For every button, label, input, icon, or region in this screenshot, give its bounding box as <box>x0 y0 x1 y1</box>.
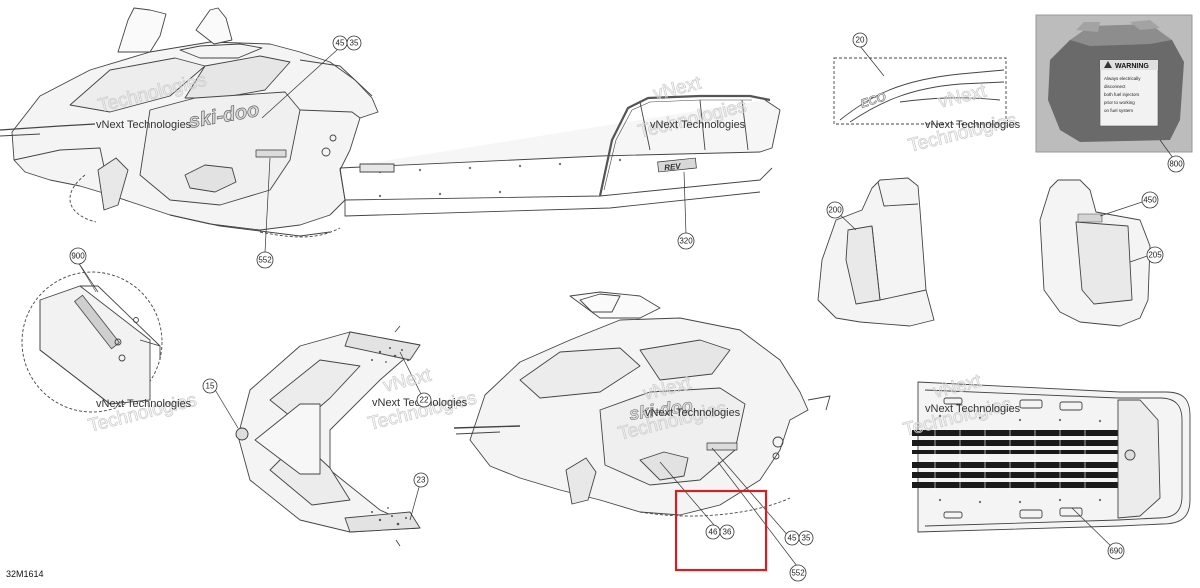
svg-text:205: 205 <box>1148 251 1162 260</box>
watermark-text: vNext Technologies <box>645 407 741 419</box>
svg-text:22: 22 <box>420 396 429 405</box>
callout-320[interactable]: 320 <box>677 232 695 250</box>
callout-15[interactable]: 15 <box>202 378 218 394</box>
watermark-text: vNext Technologies <box>96 398 192 410</box>
detail-circle-view <box>21 174 163 413</box>
svg-text:23: 23 <box>417 476 426 485</box>
drawing-id-label: 32M1614 <box>6 569 44 579</box>
highlight-box <box>674 489 768 572</box>
leader-lines <box>77 45 1177 567</box>
seat-decal-450 <box>1077 213 1103 223</box>
warning-label-line: both fuel injectors <box>1104 92 1140 97</box>
svg-text:45: 45 <box>788 534 797 543</box>
warning-label-line: disconnect <box>1104 84 1126 89</box>
svg-text:552: 552 <box>791 569 805 578</box>
warning-label-line: Always electrically <box>1104 76 1141 81</box>
svg-text:36: 36 <box>723 528 732 537</box>
svg-text:320: 320 <box>679 237 693 246</box>
callout-800[interactable]: 800 <box>1167 155 1185 173</box>
panel-detail-view: ECO <box>833 57 1007 125</box>
fuel-injector-photo: WARNING Always electrically disconnect bot… <box>1035 14 1193 153</box>
svg-text:900: 900 <box>71 252 85 261</box>
svg-text:46: 46 <box>709 528 718 537</box>
callout-900[interactable]: 900 <box>69 247 87 265</box>
tunnel-badge-text: REV <box>664 162 682 173</box>
callout-450[interactable]: 450 <box>1141 191 1159 209</box>
callout-36[interactable]: 36 <box>719 524 735 540</box>
side-badge-decal <box>255 149 287 158</box>
watermark-text: vNext Technologies <box>925 119 1021 131</box>
detail-decal-strip <box>73 294 121 350</box>
callout-22[interactable]: 22 <box>416 392 432 408</box>
callout-35[interactable]: 35 <box>346 35 362 51</box>
hood-top-view <box>235 325 421 547</box>
svg-text:15: 15 <box>206 382 215 391</box>
svg-text:35: 35 <box>350 39 359 48</box>
callout-200[interactable]: 200 <box>826 201 844 219</box>
track-tread-stripes <box>912 430 1118 488</box>
seat-left-view <box>817 177 935 327</box>
svg-text:690: 690 <box>1109 547 1123 556</box>
callout-552[interactable]: 552 <box>789 564 807 582</box>
warning-label-line: on fuel system <box>1104 108 1133 113</box>
seat-right-view <box>1039 179 1151 327</box>
callout-35[interactable]: 35 <box>798 530 814 546</box>
callout-45[interactable]: 45 <box>332 35 348 51</box>
callout-20[interactable]: 20 <box>852 32 868 48</box>
tunnel-rev-decal <box>657 157 697 173</box>
center-side-badge-decal <box>706 442 738 451</box>
callout-45[interactable]: 45 <box>784 530 800 546</box>
warning-label <box>1099 59 1159 127</box>
svg-text:552: 552 <box>258 256 272 265</box>
warning-label-line: prior to working <box>1104 100 1135 105</box>
warning-label-title: WARNING <box>1115 63 1149 70</box>
callout-group: 45 35 552 320 900 15 22 23 46 36 45 35 5… <box>69 32 1185 582</box>
callout-46[interactable]: 46 <box>705 524 721 540</box>
svg-text:45: 45 <box>336 39 345 48</box>
callout-205[interactable]: 205 <box>1146 246 1164 264</box>
hood-center-emblem <box>235 427 249 441</box>
svg-text:20: 20 <box>856 36 865 45</box>
snowmobile-side-view-center: ski-doo <box>453 291 831 517</box>
tunnel-top-view <box>912 381 1191 533</box>
callout-23[interactable]: 23 <box>413 472 429 488</box>
watermark-text: vNext Technologies <box>96 119 192 131</box>
svg-text:35: 35 <box>802 534 811 543</box>
callout-690[interactable]: 690 <box>1107 542 1125 560</box>
watermark-text: vNext Technologies <box>925 403 1021 415</box>
snowmobile-side-view-top: ski-doo REV <box>0 7 781 238</box>
svg-text:450: 450 <box>1143 196 1157 205</box>
watermark-text: vNext Technologies <box>650 119 746 131</box>
callout-552[interactable]: 552 <box>256 251 274 269</box>
svg-text:200: 200 <box>828 206 842 215</box>
svg-text:800: 800 <box>1169 160 1183 169</box>
